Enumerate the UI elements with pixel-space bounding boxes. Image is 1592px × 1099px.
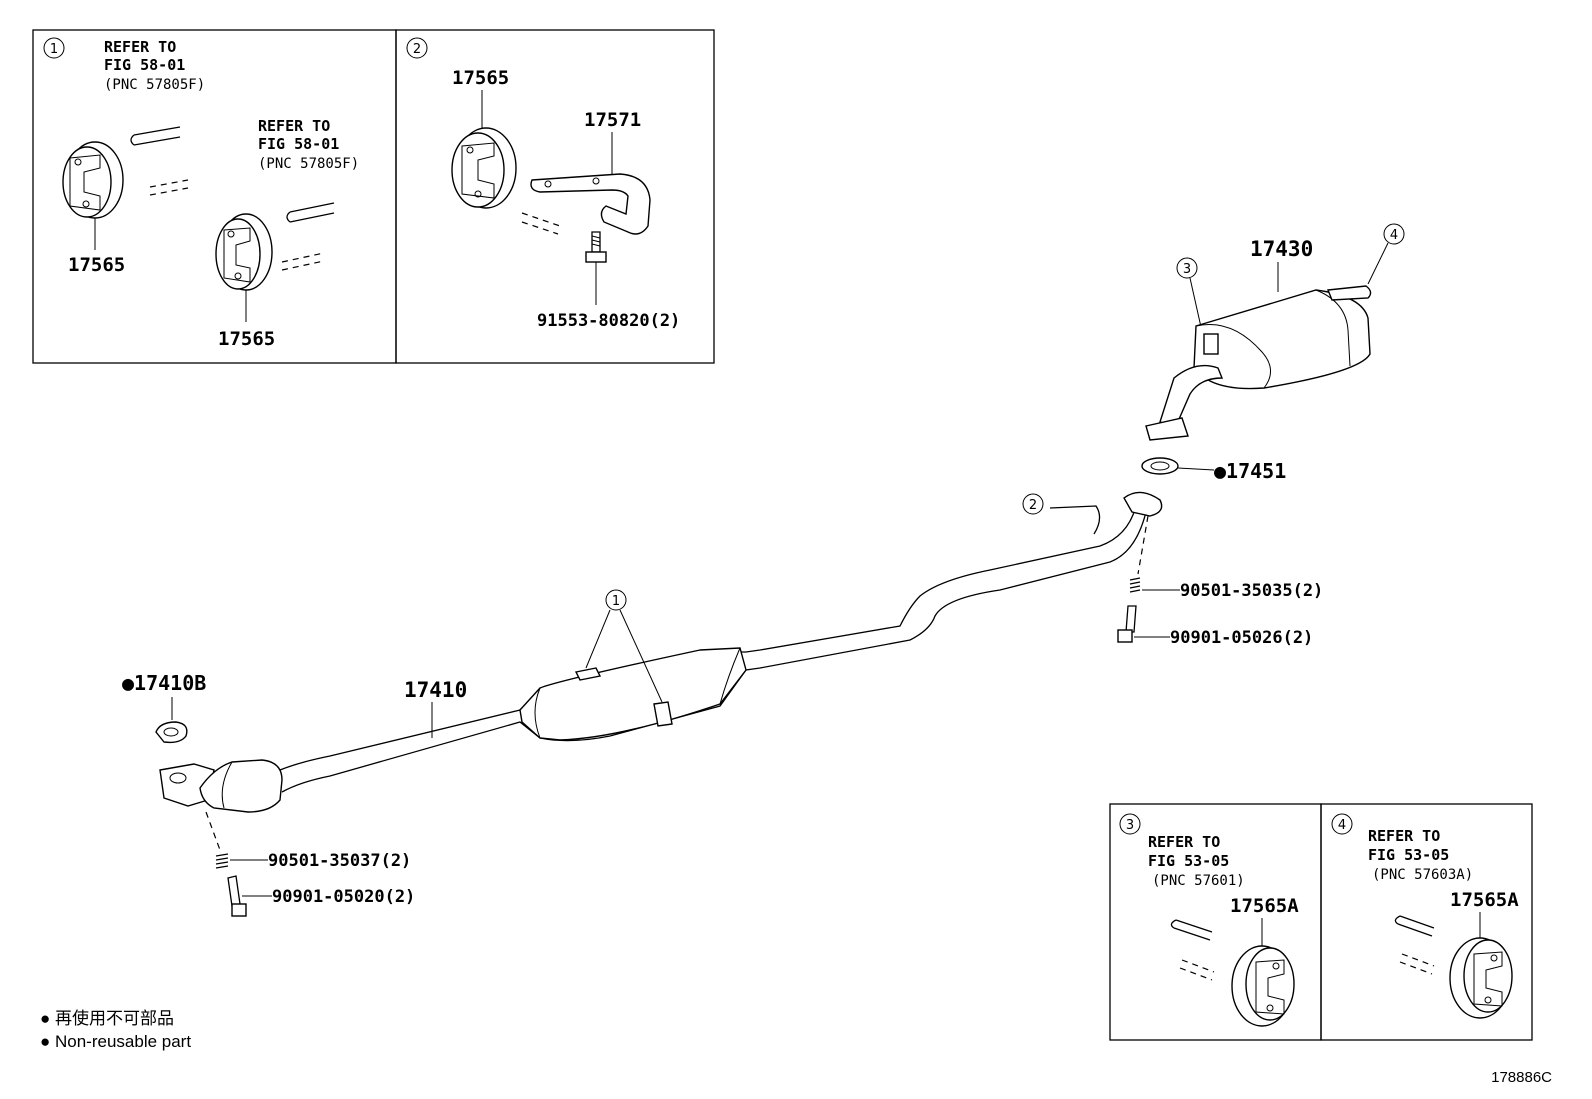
- inset-2: 2 17565 17571 91553-80820(2): [395, 29, 715, 364]
- legend-line-japanese: ● 再使用不可部品: [40, 1008, 174, 1028]
- callout-2-number: 2: [413, 42, 421, 57]
- spring-icon: [215, 853, 229, 869]
- muffler-part-label: 17430: [1250, 237, 1313, 261]
- rubber-insulator-icon: [215, 213, 273, 291]
- callout-1-pipe-number: 1: [612, 594, 620, 609]
- inset-2-frame: [395, 29, 715, 364]
- inset-1-part-upper-label: 17565: [68, 254, 125, 276]
- rubber-insulator-icon: [451, 127, 517, 209]
- inset-4-refer-line-2: FIG 53-05: [1368, 846, 1449, 864]
- inset-3-refer-line-3: (PNC 57601): [1152, 873, 1245, 889]
- inset-2-bolt-label: 91553-80820(2): [537, 311, 680, 331]
- gasket-icon: [155, 721, 188, 744]
- inset-3-refer-line-1: REFER TO: [1148, 833, 1220, 851]
- callout-3-marker: [1176, 257, 1198, 279]
- bolt-icon: [227, 875, 247, 917]
- rubber-insulator-icon: [1231, 945, 1295, 1027]
- rubber-insulator-icon: [62, 141, 124, 219]
- inset-1-refer-line-3: (PNC 57805F): [104, 77, 205, 93]
- front-bolt-label: 90901-05020(2): [272, 887, 415, 907]
- callout-4-number: 4: [1390, 228, 1398, 243]
- spring-icon: [1129, 577, 1141, 593]
- muffler-icon: [1145, 285, 1372, 441]
- inset-1-refer-line-2: FIG 58-01: [104, 56, 185, 74]
- front-gasket-label: ●17410B: [122, 671, 206, 695]
- callout-2-pipe-marker: [1022, 493, 1044, 515]
- callout-3-number: 3: [1183, 262, 1191, 277]
- inset-1-refer2-line-2: FIG 58-01: [258, 135, 339, 153]
- inset-4-frame: [1320, 803, 1533, 1041]
- callout-1-marker: [43, 37, 65, 59]
- inset-3-part-label: 17565A: [1230, 895, 1299, 917]
- callout-4-inset-marker: [1331, 813, 1353, 835]
- bolt-icon: [585, 231, 607, 263]
- tail-spring-label: 90501-35035(2): [1180, 581, 1323, 601]
- inset-3: 3 REFER TO FIG 53-05 (PNC 57601) 17565A: [1109, 803, 1322, 1041]
- inset-1-refer2-line-1: REFER TO: [258, 117, 330, 135]
- gasket-icon: [1141, 457, 1179, 475]
- tail-muffler-assembly: 17430 3 4 ●17451: [1141, 223, 1405, 483]
- front-fasteners: 90501-35037(2) 90901-05020(2): [205, 811, 415, 917]
- callout-2-marker: [406, 37, 428, 59]
- bolt-icon: [1117, 605, 1137, 643]
- tail-gasket-label: ●17451: [1214, 459, 1286, 483]
- inset-1-refer2-line-3: (PNC 57805F): [258, 156, 359, 172]
- callout-4-inset-number: 4: [1338, 818, 1346, 833]
- hanger-rod-icon: [130, 126, 335, 271]
- legend-line-english: ● Non-reusable part: [40, 1032, 191, 1051]
- callout-2-pipe-number: 2: [1029, 498, 1037, 513]
- inset-4-part-label: 17565A: [1450, 889, 1519, 911]
- legend: ● 再使用不可部品 ● Non-reusable part: [40, 1008, 191, 1051]
- front-spring-label: 90501-35037(2): [268, 851, 411, 871]
- callout-3-inset-number: 3: [1126, 818, 1134, 833]
- inset-2-insulator-label: 17565: [452, 67, 509, 89]
- callout-1-number: 1: [50, 42, 58, 57]
- inset-2-bracket-label: 17571: [584, 109, 641, 131]
- inset-4-refer-line-1: REFER TO: [1368, 827, 1440, 845]
- inset-4: 4 REFER TO FIG 53-05 (PNC 57603A) 17565A: [1320, 803, 1533, 1041]
- center-exhaust-pipe: [159, 491, 1163, 813]
- tail-fasteners: 90501-35035(2) 90901-05026(2): [1117, 515, 1323, 648]
- inset-1: 1 REFER TO FIG 58-01 (PNC 57805F) REFER …: [32, 29, 397, 364]
- inset-1-part-lower-label: 17565: [218, 328, 275, 350]
- inset-4-refer-line-3: (PNC 57603A): [1372, 867, 1473, 883]
- tail-bolt-label: 90901-05026(2): [1170, 628, 1313, 648]
- rubber-insulator-icon: [1449, 937, 1513, 1019]
- front-pipe-label: 17410: [404, 678, 467, 702]
- figure-id: 178886C: [1491, 1069, 1552, 1086]
- inset-1-refer-line-1: REFER TO: [104, 38, 176, 56]
- hanger-rod-icon: [1170, 919, 1215, 981]
- hanger-rod-icon: [1394, 915, 1435, 975]
- hanger-bracket-icon: [530, 173, 651, 235]
- callout-1-pipe-marker: [605, 589, 627, 611]
- callout-3-inset-marker: [1119, 813, 1141, 835]
- inset-3-refer-line-2: FIG 53-05: [1148, 852, 1229, 870]
- callout-4-marker: [1383, 223, 1405, 245]
